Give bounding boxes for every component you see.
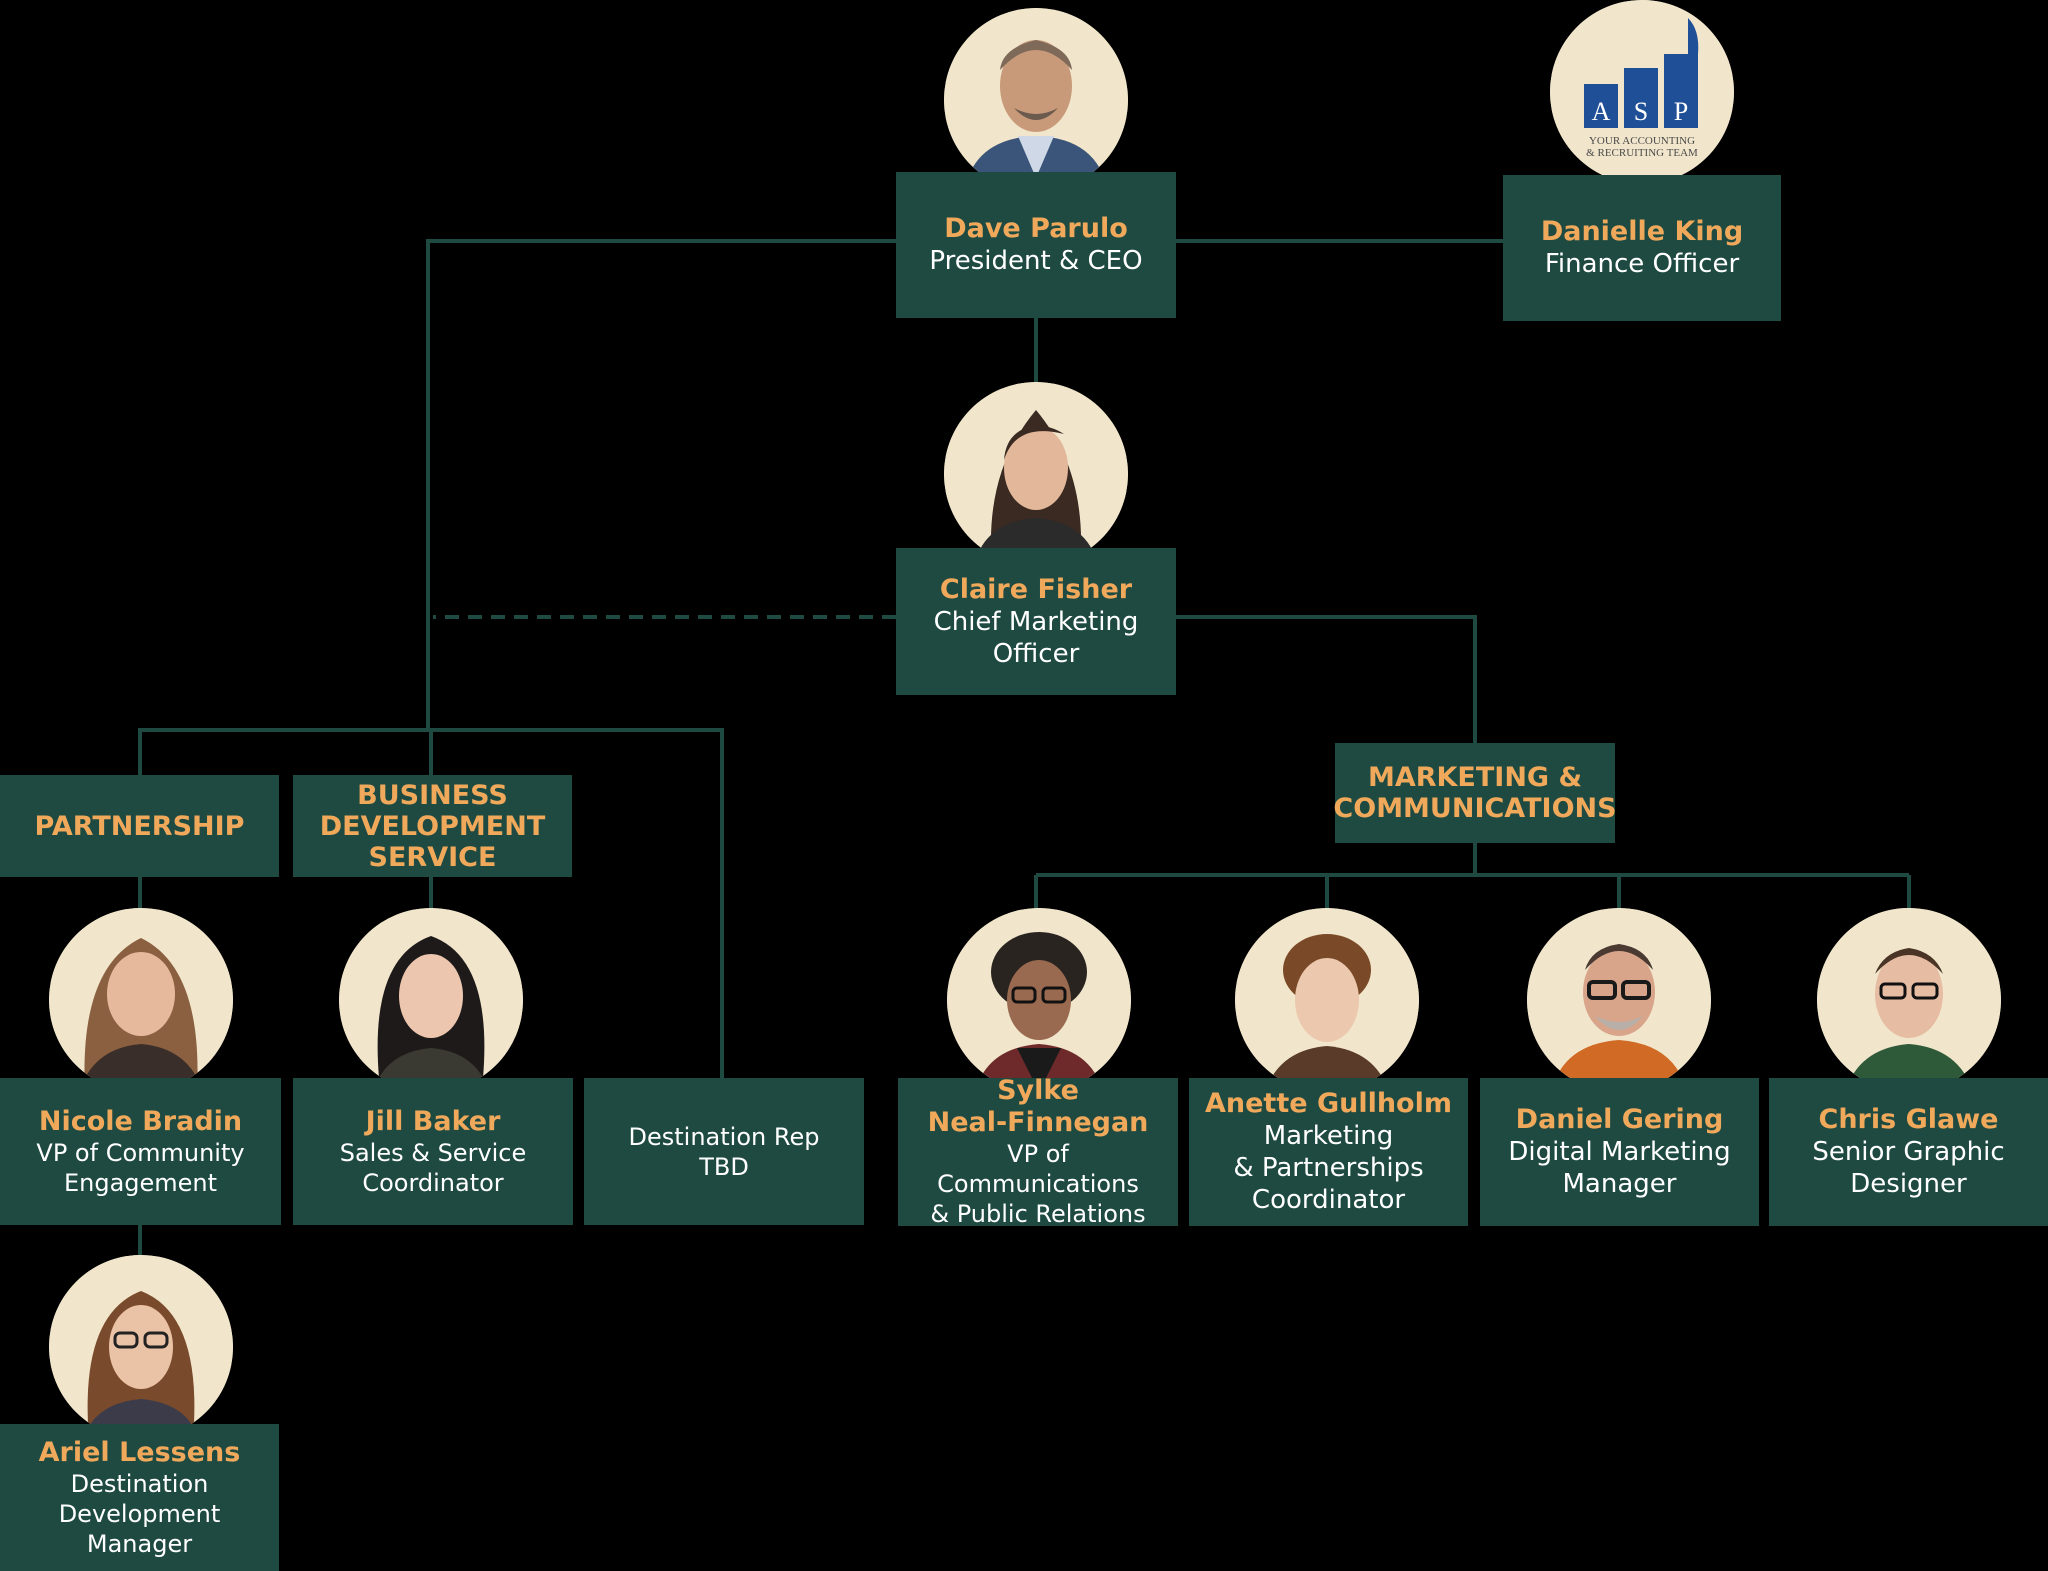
cmo-name: Claire Fisher (939, 573, 1133, 605)
person-photo-icon (944, 8, 1128, 192)
chris-glawe-card: Chris Glawe Senior Graphic Designer (1769, 1078, 2048, 1226)
anette-title: Marketing & Partnerships Coordinator (1233, 1121, 1424, 1215)
person-photo-icon (1235, 908, 1419, 1092)
person-photo-icon (947, 908, 1131, 1092)
avatar-claire-fisher (944, 382, 1128, 566)
jill-title: Sales & Service Coordinator (339, 1138, 527, 1197)
anette-name: Anette Gullholm (1204, 1088, 1452, 1119)
section-partnership: PARTNERSHIP (0, 775, 279, 877)
person-photo-icon (944, 382, 1128, 566)
avatar-sylke-neal-finnegan (947, 908, 1131, 1092)
destination-rep-card: Destination Rep TBD (584, 1078, 864, 1225)
section-marketing-label: MARKETING & COMMUNICATIONS (1333, 762, 1617, 824)
avatar-dave-parulo (944, 8, 1128, 192)
avatar-ariel-lessens (49, 1255, 233, 1439)
anette-gullholm-card: Anette Gullholm Marketing & Partnerships… (1189, 1078, 1468, 1226)
sylke-name: Sylke Neal-Finnegan (927, 1075, 1149, 1138)
daniel-gering-card: Daniel Gering Digital Marketing Manager (1480, 1078, 1759, 1226)
logo-letter-a: A (1592, 97, 1611, 126)
person-photo-icon (339, 908, 523, 1092)
ceo-name: Dave Parulo (944, 213, 1128, 244)
finance-officer-name: Danielle King (1540, 216, 1744, 247)
ariel-lessens-card: Ariel Lessens Destination Development Ma… (0, 1424, 279, 1571)
line-cmo-to-marketing (1176, 615, 1477, 743)
nicole-name: Nicole Bradin (38, 1105, 243, 1137)
ceo-title: President & CEO (929, 246, 1143, 276)
section-partnership-label: PARTNERSHIP (34, 810, 245, 842)
person-photo-icon (49, 1255, 233, 1439)
asp-logo-icon: A S P YOUR ACCOUNTING & RECRUITING TEAM (1550, 0, 1734, 184)
avatar-jill-baker (339, 908, 523, 1092)
logo-tagline-1: YOUR ACCOUNTING (1589, 135, 1695, 147)
line-marketing-branch (1034, 843, 1911, 910)
finance-officer-title: Finance Officer (1544, 249, 1740, 279)
line-ceo-left-trunk (426, 239, 896, 730)
sylke-title: VP of Communications & Public Relations (930, 1140, 1146, 1228)
logo-letter-p: P (1674, 97, 1688, 126)
cmo-title: Chief Marketing Officer (933, 606, 1139, 669)
daniel-name: Daniel Gering (1515, 1104, 1724, 1135)
avatar-daniel-gering (1527, 908, 1711, 1092)
nicole-title: VP of Community Engagement (36, 1138, 245, 1197)
ceo-card: Dave Parulo President & CEO (896, 172, 1176, 318)
ariel-title: Destination Development Manager (58, 1469, 221, 1558)
finance-officer-card: Danielle King Finance Officer (1503, 175, 1781, 321)
jill-baker-card: Jill Baker Sales & Service Coordinator (293, 1078, 573, 1225)
destination-rep-title: Destination Rep TBD (628, 1122, 820, 1181)
avatar-anette-gullholm (1235, 908, 1419, 1092)
avatar-chris-glawe (1817, 908, 2001, 1092)
person-photo-icon (1527, 908, 1711, 1092)
nicole-bradin-card: Nicole Bradin VP of Community Engagement (0, 1078, 281, 1225)
section-marketing-communications: MARKETING & COMMUNICATIONS (1333, 743, 1617, 843)
jill-name: Jill Baker (365, 1105, 501, 1137)
chris-name: Chris Glawe (1818, 1104, 1999, 1135)
logo-letter-s: S (1634, 97, 1648, 126)
person-photo-icon (1817, 908, 2001, 1092)
cmo-card: Claire Fisher Chief Marketing Officer (896, 548, 1176, 695)
sylke-neal-finnegan-card: Sylke Neal-Finnegan VP of Communications… (898, 1075, 1178, 1228)
avatar-nicole-bradin (49, 908, 233, 1092)
section-business-development-label: BUSINESS DEVELOPMENT SERVICE (319, 779, 546, 873)
section-business-development: BUSINESS DEVELOPMENT SERVICE (293, 775, 572, 877)
person-photo-icon (49, 908, 233, 1092)
asp-logo: A S P YOUR ACCOUNTING & RECRUITING TEAM (1550, 0, 1734, 184)
chris-title: Senior Graphic Designer (1812, 1137, 2005, 1199)
ariel-name: Ariel Lessens (38, 1436, 241, 1468)
logo-tagline-2: & RECRUITING TEAM (1586, 147, 1698, 159)
daniel-title: Digital Marketing Manager (1508, 1137, 1731, 1199)
